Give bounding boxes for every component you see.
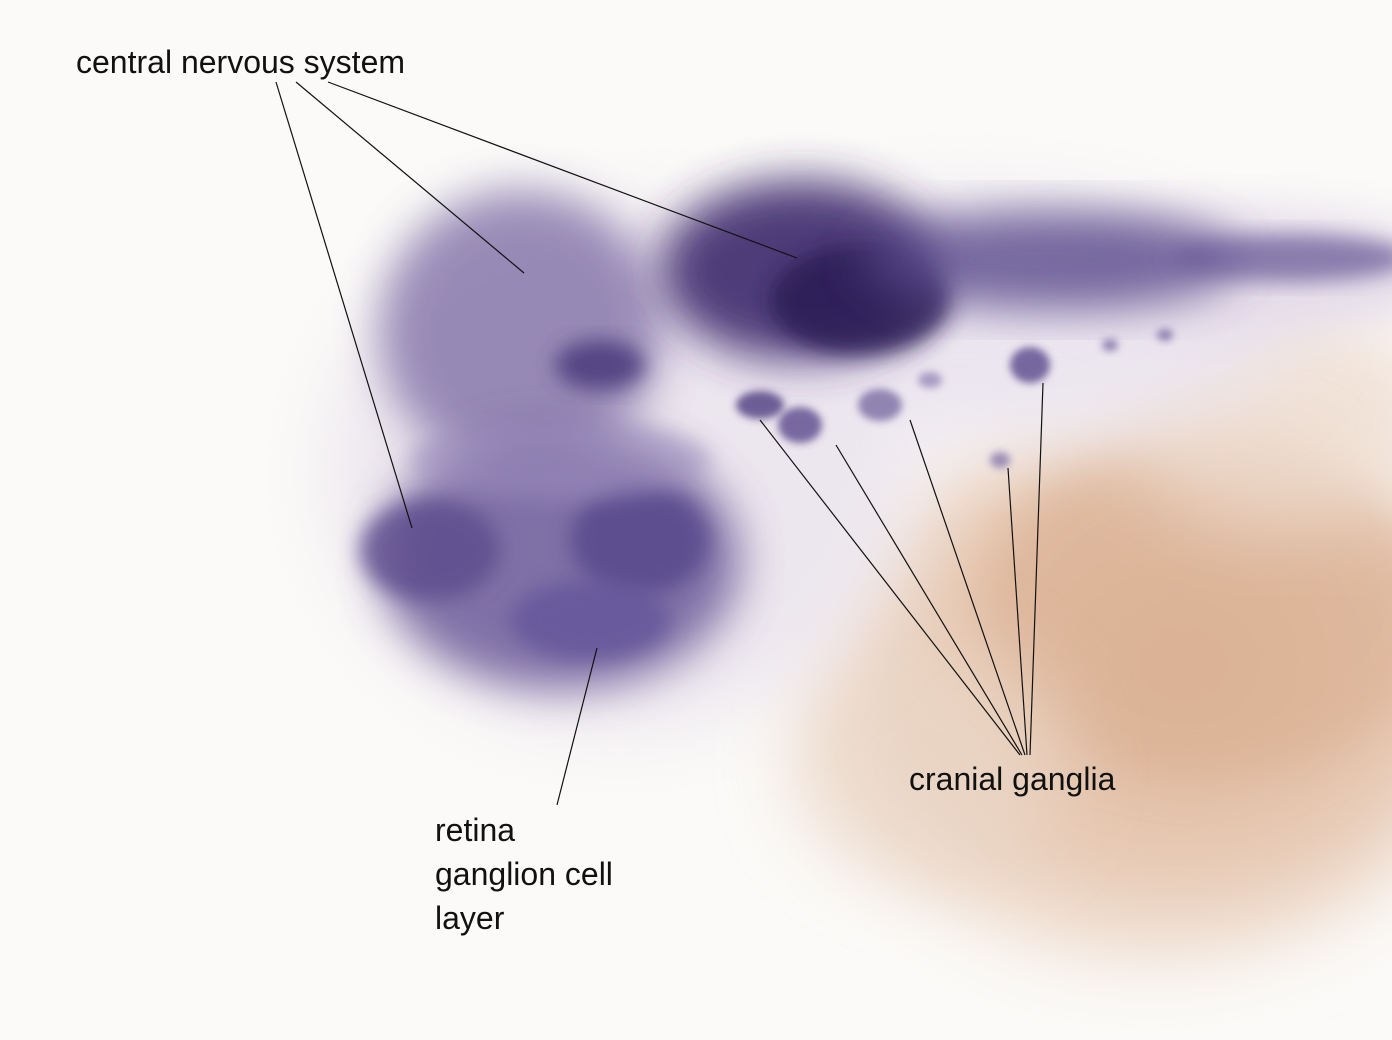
leader-lines (275, 81, 1044, 806)
label-central-nervous-system: central nervous system (76, 44, 406, 80)
yolk-region (790, 310, 1392, 960)
leader-line-cns-3 (327, 81, 798, 259)
label-retina-line-2: ganglion cell (435, 856, 613, 892)
cranial-ganglia-spots (736, 329, 1173, 468)
stained-tissue (360, 180, 1392, 690)
label-cranial-ganglia: cranial ganglia (909, 761, 1116, 797)
leader-line-ganglia-3 (909, 419, 1026, 756)
leader-line-ganglia-1 (759, 419, 1021, 756)
label-retina-line-3: layer (435, 900, 505, 936)
leader-line-ganglia-5 (1029, 382, 1044, 756)
leader-line-cns-2 (295, 81, 525, 274)
label-retina-line-1: retina (435, 812, 516, 848)
leader-line-cns-1 (275, 81, 413, 529)
leader-line-retina (556, 647, 598, 806)
leader-line-ganglia-2 (835, 444, 1023, 756)
leader-line-ganglia-4 (1007, 467, 1028, 756)
label-retina-ganglion-cell-layer: retina ganglion cell layer (435, 808, 613, 940)
